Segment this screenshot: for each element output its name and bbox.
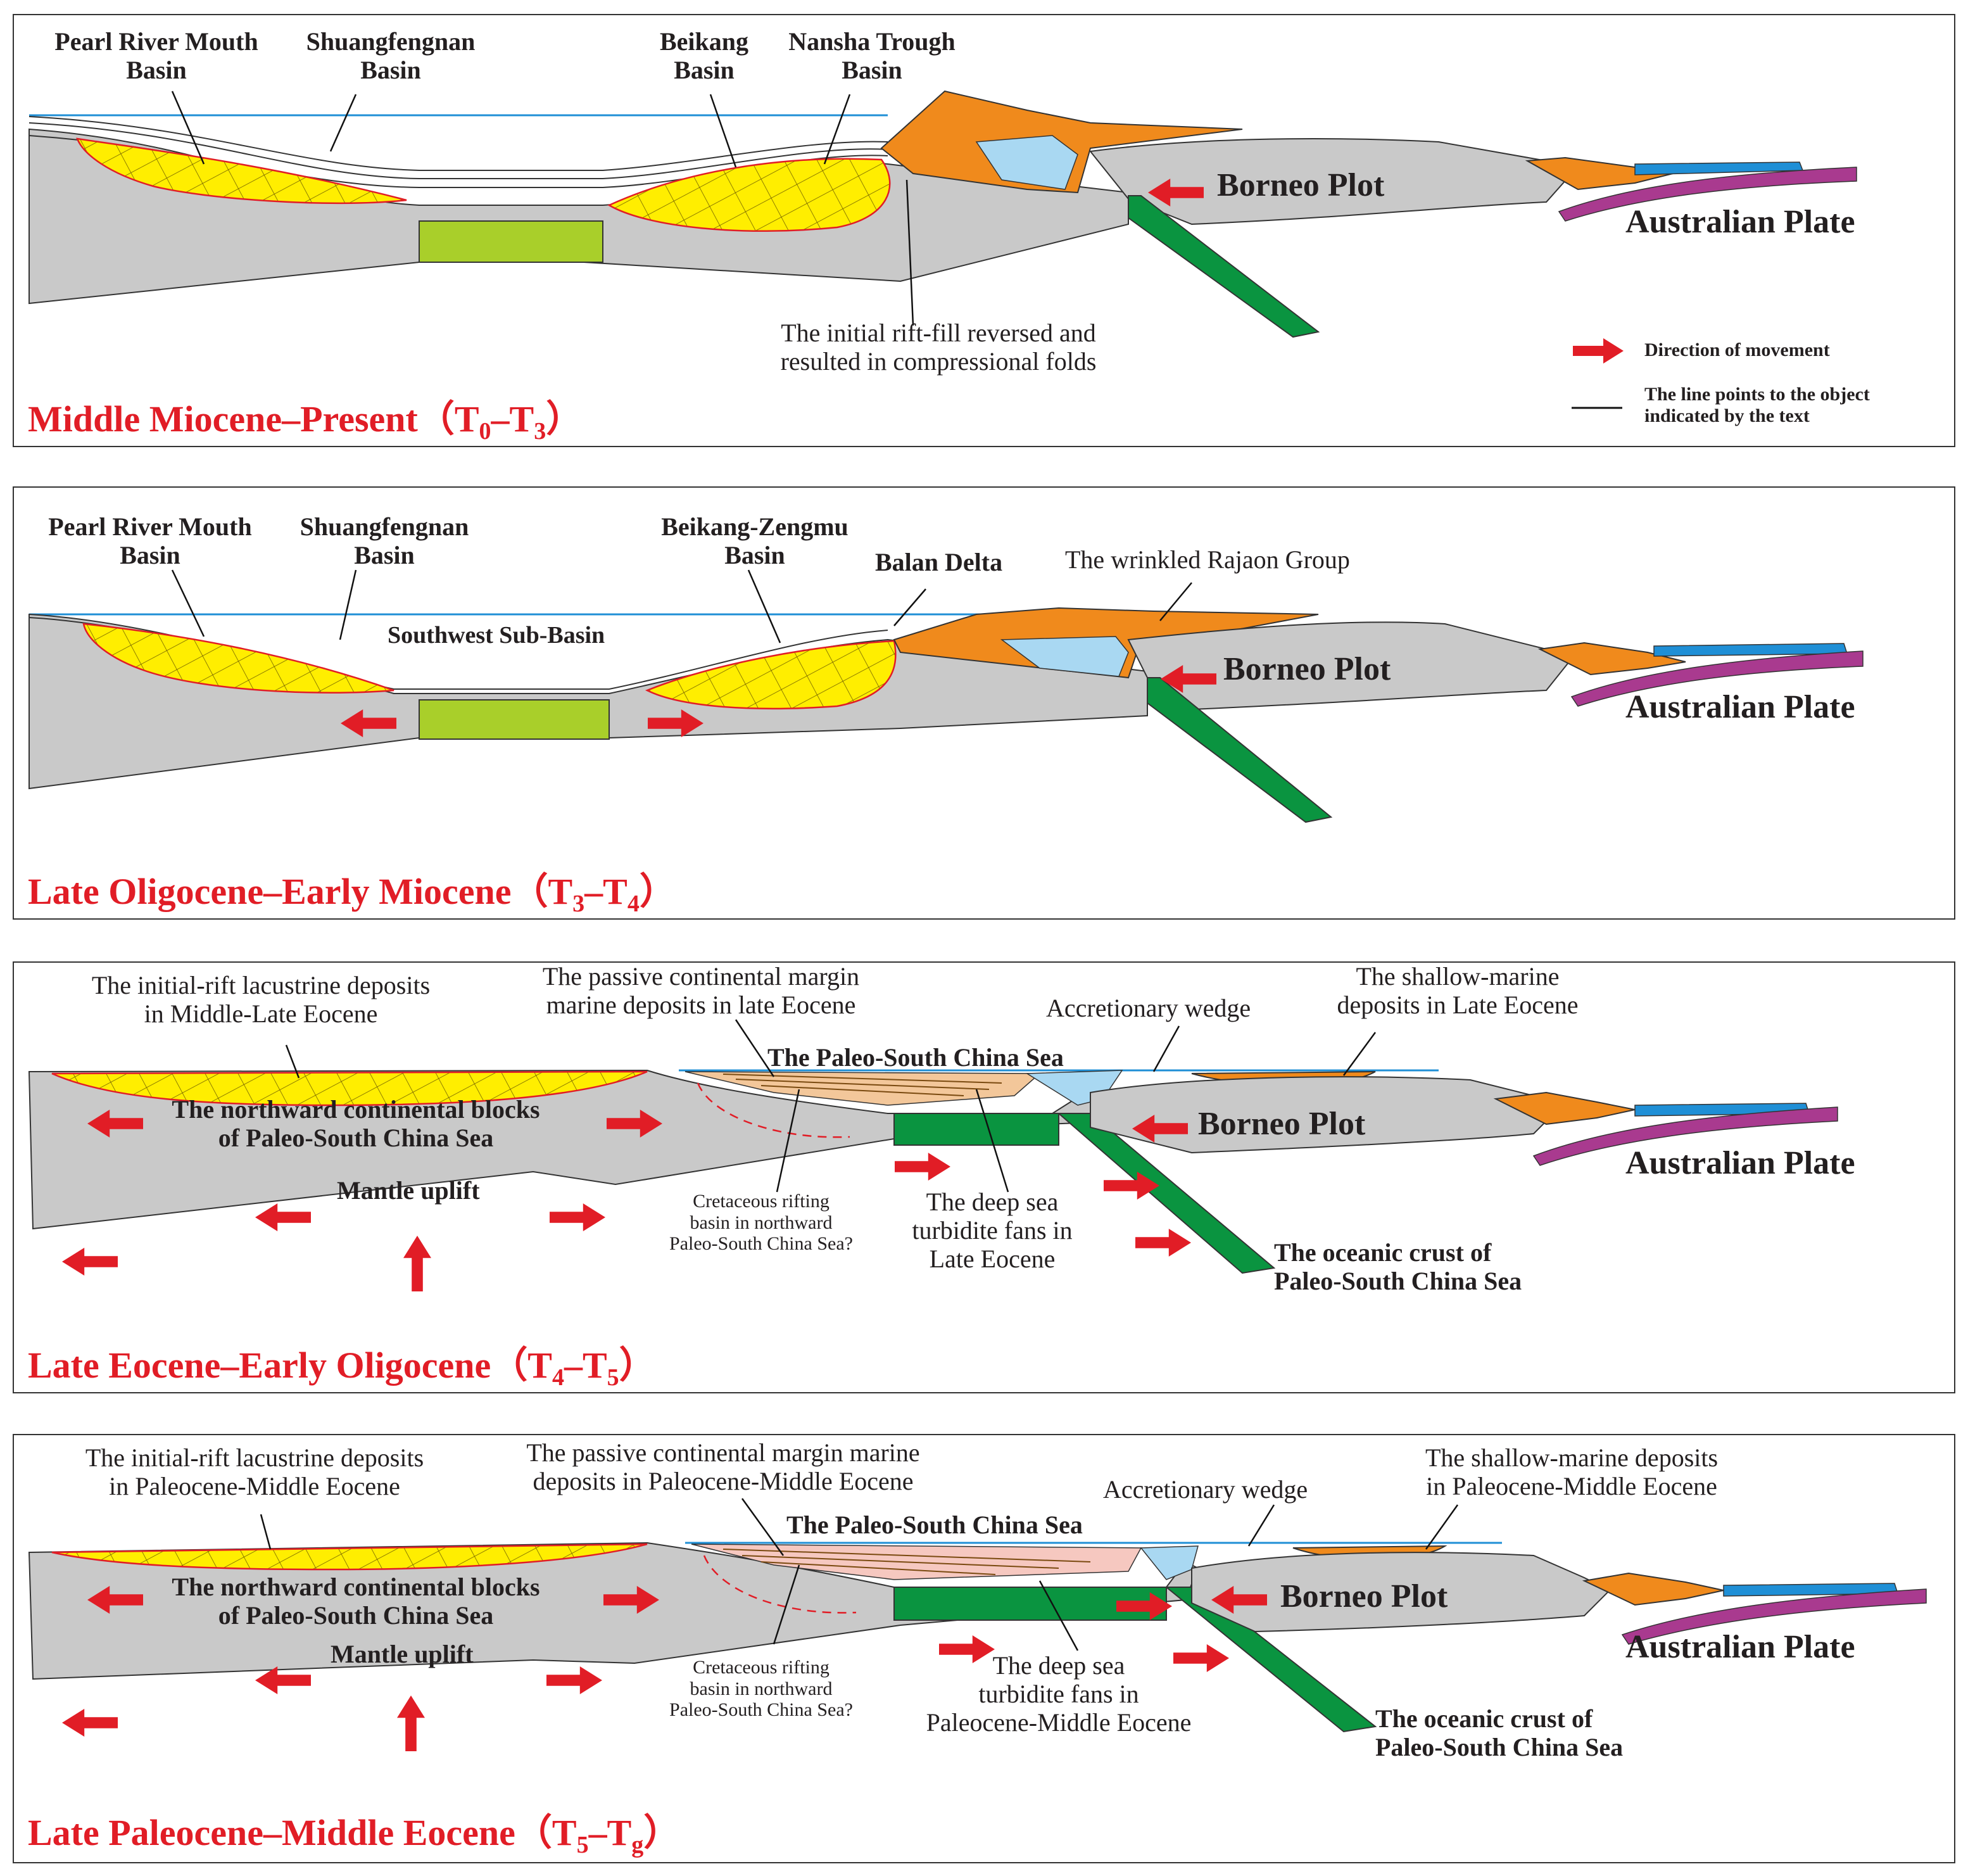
oceanic-slab <box>1128 195 1320 338</box>
panel-title: Middle Miocene–Present（T0–T3） <box>28 398 583 445</box>
mantle-arrow-far-left-icon <box>62 1709 118 1737</box>
accretionary-wedge <box>880 90 1243 194</box>
turbidite-arrow-icon <box>895 1153 950 1181</box>
mantle-arrow-far-left-icon <box>62 1248 118 1276</box>
australian-plate-slab <box>1532 1106 1838 1166</box>
label-paleo-sea: The Paleo-South China Sea <box>767 1043 1064 1072</box>
cretaceous-rift-basin <box>697 1082 850 1138</box>
panel-title: Late Paleocene–Middle Eocene（T5–Tg） <box>28 1812 681 1858</box>
passive-margin-deposit <box>684 1071 1041 1106</box>
lacustrine-rift-fill <box>51 1543 648 1571</box>
label-borneo: Borneo Plot <box>1198 1106 1366 1142</box>
rift-fill-pearl <box>82 623 394 694</box>
spreading-center <box>419 220 603 263</box>
label-australian: Australian Plate <box>1625 1145 1855 1181</box>
label-mantle-uplift: Mantle uplift <box>331 1640 474 1668</box>
mantle-uplift-arrow-icon <box>403 1236 431 1291</box>
oceanic-slab <box>1147 677 1333 823</box>
label-southwest-sub-basin: Southwest Sub-Basin <box>388 622 605 649</box>
slab-arrow-2-icon <box>1135 1229 1191 1257</box>
oceanic-crust-flat <box>893 1113 1059 1146</box>
australian-plate-slab <box>1621 1588 1927 1645</box>
label-australian: Australian Plate <box>1625 204 1855 240</box>
lacustrine-rift-fill <box>51 1070 648 1106</box>
rift-fill-beikang <box>645 640 897 710</box>
cross-section-3 <box>28 1019 1838 1291</box>
mantle-uplift-arrow-icon <box>397 1695 425 1751</box>
rift-fill-pearl <box>76 137 407 205</box>
cretaceous-rift-basin <box>703 1555 857 1614</box>
label-accretionary: Accretionary wedge <box>1103 1475 1308 1504</box>
label-borneo: Borneo Plot <box>1280 1578 1448 1614</box>
shallow-marine-deposit <box>1000 636 1129 677</box>
panel-title: Late Eocene–Early Oligocene（T4–T5） <box>28 1345 656 1391</box>
borneo-block <box>1127 621 1573 711</box>
label-borneo: Borneo Plot <box>1217 167 1385 203</box>
panel-title: Late Oligocene–Early Miocene（T3–T4） <box>28 871 676 917</box>
spreading-center <box>419 699 610 740</box>
label-mantle-uplift: Mantle uplift <box>337 1176 480 1205</box>
label-accretionary: Accretionary wedge <box>1046 994 1251 1022</box>
label-balan-delta: Balan Delta <box>875 548 1003 576</box>
oceanic-slab <box>1057 1113 1276 1274</box>
label-australian: Australian Plate <box>1625 1629 1855 1665</box>
mantle-arrow-right-icon <box>546 1666 602 1694</box>
mantle-arrow-left-icon <box>255 1203 311 1231</box>
shallow-marine-deposit <box>975 135 1078 190</box>
label-rajaon: The wrinkled Rajaon Group <box>1065 545 1350 574</box>
oceanic-slab <box>1164 1587 1377 1733</box>
mantle-arrow-right-icon <box>550 1203 605 1231</box>
legend-arrow-label: Direction of movement <box>1644 339 1830 360</box>
label-australian: Australian Plate <box>1625 689 1855 725</box>
cross-section-1 <box>28 90 1857 409</box>
rift-fill-beikang <box>607 158 891 232</box>
borneo-block <box>1089 138 1573 225</box>
australian-plate-slab <box>1570 650 1864 707</box>
cross-section-4 <box>28 1498 1927 1751</box>
legend-arrow-icon <box>1573 338 1624 364</box>
australian-plate-slab <box>1558 167 1857 222</box>
cross-section-2 <box>28 569 1864 823</box>
label-borneo: Borneo Plot <box>1223 651 1391 687</box>
label-paleo-sea: The Paleo-South China Sea <box>786 1511 1083 1539</box>
